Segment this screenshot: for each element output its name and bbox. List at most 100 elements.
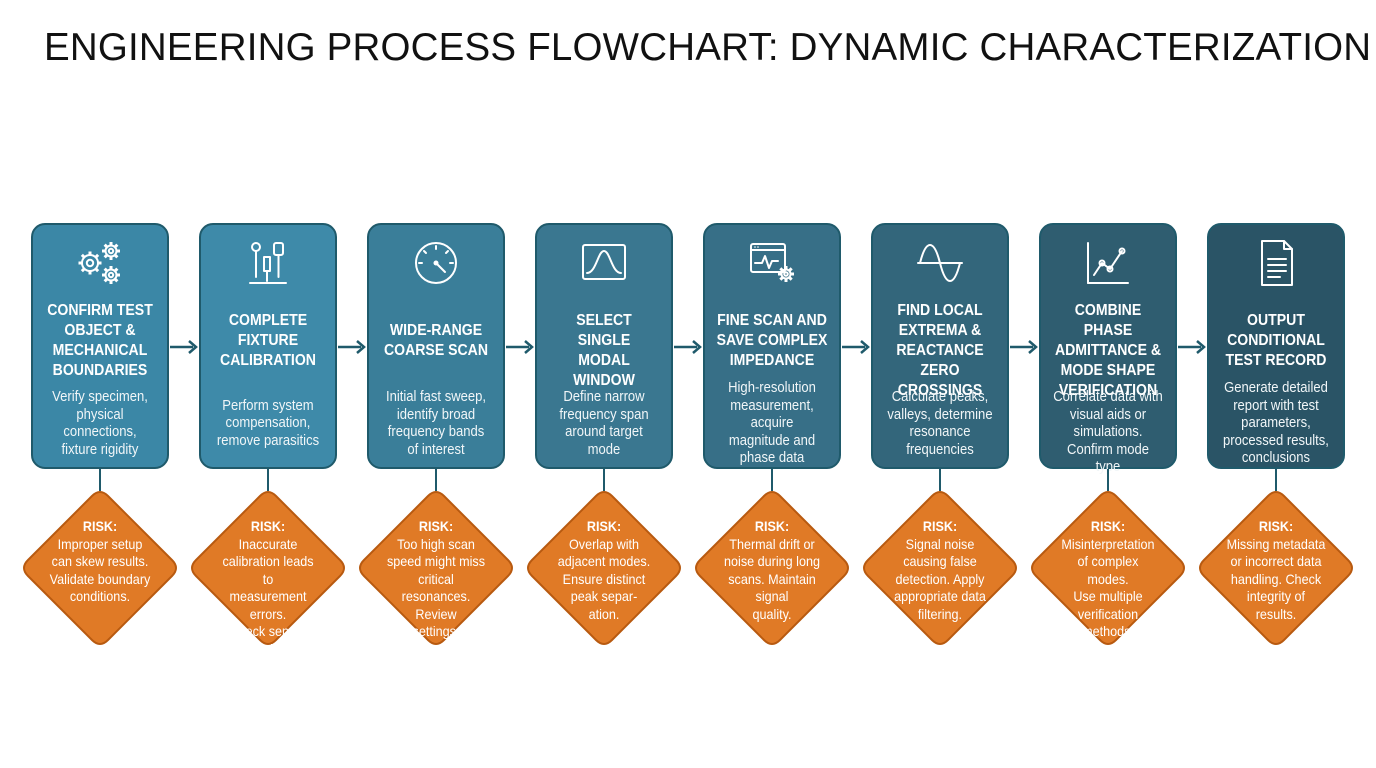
step-description-line: Verify specimen,: [52, 389, 148, 405]
process-step-3: WIDE-RANGE COARSE SCAN Initial fast sweep…: [367, 223, 505, 469]
step-title-line: COMPLETE: [228, 312, 308, 329]
step-description-line: fixture rigidity: [61, 441, 139, 458]
risk-description-line: peak separ-: [570, 588, 638, 604]
step-title: WIDE-RANGE COARSE SCAN: [381, 321, 492, 361]
risk-connector: [435, 469, 437, 491]
risk-connector: [603, 469, 605, 491]
risk-diamond-shape: [22, 490, 178, 646]
step-title-line: CONFIRM TEST: [47, 302, 153, 319]
step-description-line: Initial fast sweep,: [385, 389, 487, 405]
risk-label: RISK:: [1090, 518, 1126, 534]
step-description-line: visual aids or: [1069, 406, 1147, 423]
step-description-line: Generate detailed: [1224, 380, 1328, 397]
risk-description-line: adjacent modes.: [557, 553, 651, 569]
step-description-line: frequency span: [559, 406, 649, 423]
risk-description-line: causing false: [903, 553, 977, 569]
risk-description-line: Inaccurate: [238, 535, 298, 552]
risk-description-line: calibration leads to: [222, 553, 314, 587]
step-description-line: Calculate peaks,: [891, 389, 989, 405]
step-title-line: COARSE SCAN: [383, 342, 489, 359]
risk-description-line: conditions.: [69, 588, 131, 604]
step-description-line: remove parasitics: [216, 432, 320, 449]
step-title-line: SELECT SINGLE: [576, 312, 632, 349]
flow-arrow-icon: [673, 339, 703, 355]
gears-icon: [74, 237, 126, 289]
step-title-line: CONDITIONAL: [1227, 332, 1325, 349]
risk-description-line: integrity of: [1246, 588, 1306, 604]
gauge-icon: [410, 237, 462, 289]
step-description-line: around target: [565, 424, 643, 440]
flow-arrow-icon: [1009, 339, 1039, 355]
risk-description-line: of complex modes.: [1077, 553, 1139, 587]
step-description-line: Perform system: [222, 397, 314, 414]
flow-arrow-icon: [841, 339, 871, 355]
step-description-line: identify broad: [396, 406, 476, 423]
step-title-line: VERIFICATION: [1058, 382, 1158, 399]
step-description-line: report with test: [1233, 397, 1319, 414]
risk-connector: [1107, 469, 1109, 491]
step-title-line: WIDE-RANGE: [389, 322, 483, 339]
risk-label: RISK:: [250, 518, 286, 534]
step-description-line: resonance: [909, 424, 971, 440]
risk-description-line: speed might miss: [386, 553, 486, 569]
step-title-line: BOUNDARIES: [52, 362, 148, 379]
step-description-line: measurement,: [730, 397, 814, 414]
step-title-line: FINE SCAN AND: [717, 312, 827, 329]
risk-label: RISK:: [418, 518, 454, 534]
step-description-line: simulations.: [1073, 424, 1143, 440]
step-title-line: SAVE COMPLEX: [716, 332, 828, 349]
step-title-line: ADMITTANCE &: [1054, 342, 1162, 359]
step-description-line: Confirm mode type: [1067, 441, 1149, 476]
step-title-line: REACTANCE: [896, 342, 984, 359]
risk-diamond-shape: [190, 490, 346, 646]
sine-wave-icon: [914, 237, 966, 289]
step-description-line: phase data: [739, 450, 805, 467]
step-description-line: High-resolution: [728, 380, 816, 397]
step-title-line: CALIBRATION: [220, 352, 316, 369]
monitor-waveform-icon: [746, 237, 798, 289]
step-title-line: ZERO CROSSINGS: [897, 362, 983, 399]
flow-arrow-icon: [337, 339, 367, 355]
step-title: COMPLETE FIXTURE CALIBRATION: [213, 311, 324, 371]
risk-description-line: can skew results.: [51, 553, 149, 569]
risk-description-line: detection. Apply: [895, 570, 985, 587]
risk-description-line: Improper setup: [57, 535, 143, 552]
risk-description-line: settings.: [412, 623, 460, 639]
step-description-line: physical: [76, 406, 124, 423]
step-title-line: MODAL: [578, 352, 630, 369]
risk-description-line: Missing metadata: [1226, 535, 1326, 552]
risk-description-line: quality.: [752, 605, 792, 622]
step-title-line: FIXTURE: [237, 332, 299, 349]
risk-connector: [267, 469, 269, 491]
risk-description-line: appropriate data: [894, 588, 986, 604]
risk-description-line: Signal noise: [905, 535, 975, 552]
step-description-line: frequencies: [906, 441, 974, 458]
risk-description-line: health.: [249, 640, 287, 657]
risk-description-line: ation.: [588, 605, 620, 622]
risk-label: RISK:: [82, 518, 118, 534]
step-description-line: Define narrow: [563, 389, 645, 405]
risk-diamond-shape: [1198, 490, 1354, 646]
risk-description-line: verification: [1077, 605, 1139, 622]
risk-description-line: Review: [415, 605, 457, 622]
step-title-line: OUTPUT: [1247, 312, 1305, 329]
step-title-line: OBJECT &: [64, 322, 136, 339]
